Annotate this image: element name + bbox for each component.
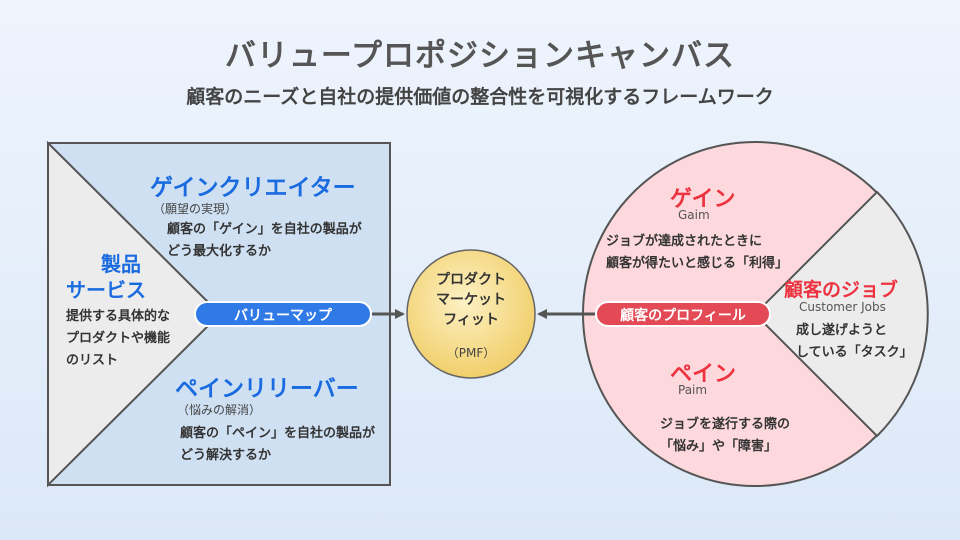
fit-line-2: マーケット (436, 292, 506, 308)
products-services-triangle (47, 140, 222, 488)
pains-desc-2: 「悩み」や「障害」 (660, 439, 778, 454)
fit-circle (406, 249, 536, 379)
gain-creators-note: （願望の実現） (153, 202, 238, 216)
gain-creators-desc-2: どう最大化するか (167, 244, 272, 259)
pains-desc-1: ジョブを遂行する際の (660, 417, 791, 432)
pain-relievers-desc-2: どう解決するか (180, 448, 272, 463)
fit-line-3: フィット (443, 312, 499, 328)
gains-desc-1: ジョブが達成されたときに (606, 234, 763, 249)
page-title: バリュープロポジションキャンバス (224, 38, 736, 74)
gains-heading: ゲイン (670, 187, 736, 212)
gains-desc-2: 顧客が得たいと感じる「利得」 (606, 256, 789, 271)
products-desc-1: 提供する具体的な (66, 309, 171, 324)
products-heading-1: 製品 (101, 252, 141, 276)
products-desc-3: のリスト (66, 353, 119, 368)
fit-line-1: プロダクト (436, 272, 506, 288)
jobs-en: Customer Jobs (799, 300, 886, 314)
pain-relievers-desc-1: 顧客の「ペイン」を自社の製品が (180, 426, 376, 441)
gain-creators-desc-1: 顧客の「ゲイン」を自社の製品が (167, 222, 362, 237)
fit-abbr: （PMF） (446, 346, 496, 360)
jobs-heading: 顧客のジョブ (784, 279, 899, 301)
products-desc-2: プロダクトや機能 (66, 331, 171, 346)
customer-jobs-wedge (753, 190, 929, 438)
pain-relievers-heading: ペインリリーバー (175, 376, 359, 402)
products-heading-2: サービス (66, 278, 146, 302)
page-subtitle: 顧客のニーズと自社の提供価値の整合性を可視化するフレームワーク (186, 86, 774, 108)
gain-creators-heading: ゲインクリエイター (150, 175, 356, 201)
jobs-desc-2: している「タスク」 (796, 345, 913, 360)
pains-heading: ペイン (670, 362, 737, 387)
pain-relievers-note: （悩みの解消） (177, 403, 262, 417)
customer-profile-label: 顧客のプロフィール (595, 301, 771, 327)
gains-en: Gaim (678, 208, 710, 222)
jobs-desc-1: 成し遂げようと (796, 323, 888, 338)
value-map-label: バリューマップ (194, 301, 372, 327)
pains-en: Paim (678, 383, 708, 397)
